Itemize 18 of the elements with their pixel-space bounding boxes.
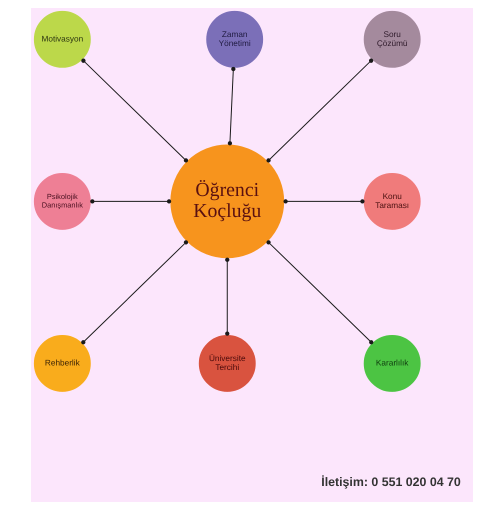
node-circle: Konu Taraması <box>363 172 420 230</box>
connector <box>227 66 235 146</box>
node-circle: Kararlılık <box>363 334 420 392</box>
connector <box>266 58 373 163</box>
label: İletişim: 0 551 020 04 70 <box>320 474 460 489</box>
connector <box>224 258 229 336</box>
node-circle: Rehberlik <box>33 334 90 392</box>
node-circle: Öğrenci Koçluğu <box>170 144 284 258</box>
connector <box>266 240 373 344</box>
node-circle: Psikolojik Danışmanlık <box>33 172 90 230</box>
node-circle: Zaman Yönetimi <box>206 10 263 68</box>
connector <box>90 199 171 204</box>
node-circle: Motivasyon <box>33 10 90 68</box>
connector <box>80 240 188 344</box>
connector <box>80 58 188 163</box>
node-circle: Üniversite Tercihi <box>198 334 256 392</box>
connector <box>282 199 364 204</box>
node-circle: Soru Çözümü <box>363 10 420 68</box>
